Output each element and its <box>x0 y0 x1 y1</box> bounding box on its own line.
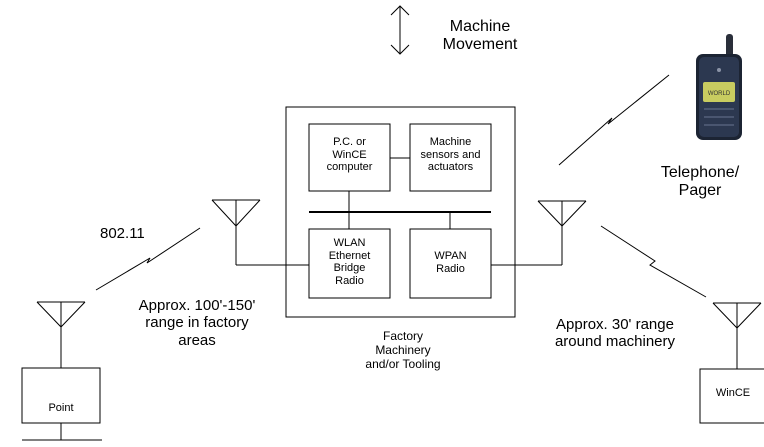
wince-label: WinCE <box>715 387 751 399</box>
right-range-label: Approx. 30' range around machinery <box>554 316 676 351</box>
wpan-label: WPAN Radio <box>434 250 467 275</box>
antenna-icon <box>537 200 587 265</box>
mobile-phone-icon: WORLD <box>696 34 742 140</box>
svg-text:WORLD: WORLD <box>708 91 731 97</box>
double-arrow-vertical-icon <box>390 5 410 55</box>
wireless-zigzag-icon <box>558 74 670 166</box>
factory-machinery-label: Factory Machinery and/or Tooling <box>365 329 441 371</box>
access-point-box <box>21 367 101 424</box>
factory-machinery-box <box>285 106 516 318</box>
wireless-zigzag-icon <box>95 227 201 291</box>
sensors-label: Machine sensors and actuators <box>420 136 481 174</box>
wlan-label: WLAN Ethernet Bridge Radio <box>328 237 371 287</box>
antenna-icon <box>712 302 762 369</box>
point-label: Point <box>48 402 74 414</box>
machine-movement-label: Machine Movement <box>442 18 518 54</box>
telephone-pager-label: Telephone/ Pager <box>660 164 740 200</box>
wireless-zigzag-icon <box>600 225 707 298</box>
wince-device-box <box>699 368 764 424</box>
left-range-label: Approx. 100'-150' range in factory areas <box>138 297 256 349</box>
antenna-icon <box>36 301 86 368</box>
protocol-label: 802.11 <box>100 225 145 242</box>
antenna-icon <box>211 199 261 265</box>
pc-label: P.C. or WinCE computer <box>326 136 373 174</box>
